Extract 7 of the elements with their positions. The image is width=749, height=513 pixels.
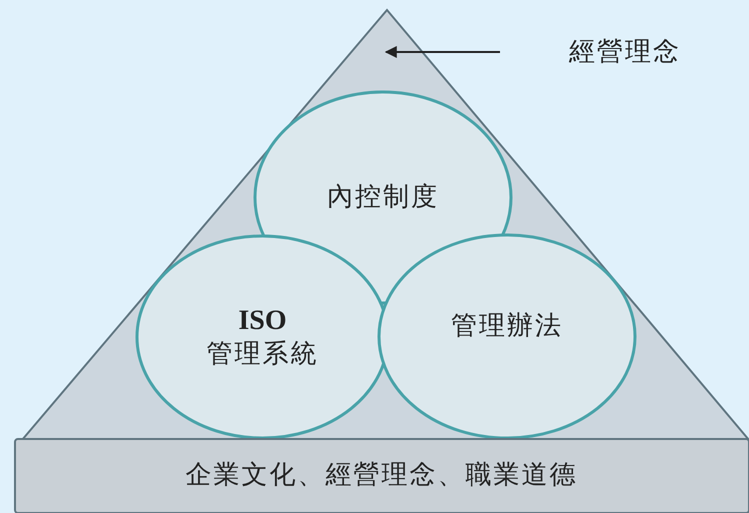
shape-label: ISO [238, 304, 287, 338]
shape-label: 企業文化、經營理念、職業道德 [186, 459, 578, 492]
callout-label: 經營理念 [569, 36, 681, 68]
shape-label: 管理辦法 [451, 310, 563, 343]
shape-label: 管理系統 [206, 338, 318, 371]
arrow [384, 46, 500, 58]
shape-label: 內控制度 [327, 181, 439, 214]
